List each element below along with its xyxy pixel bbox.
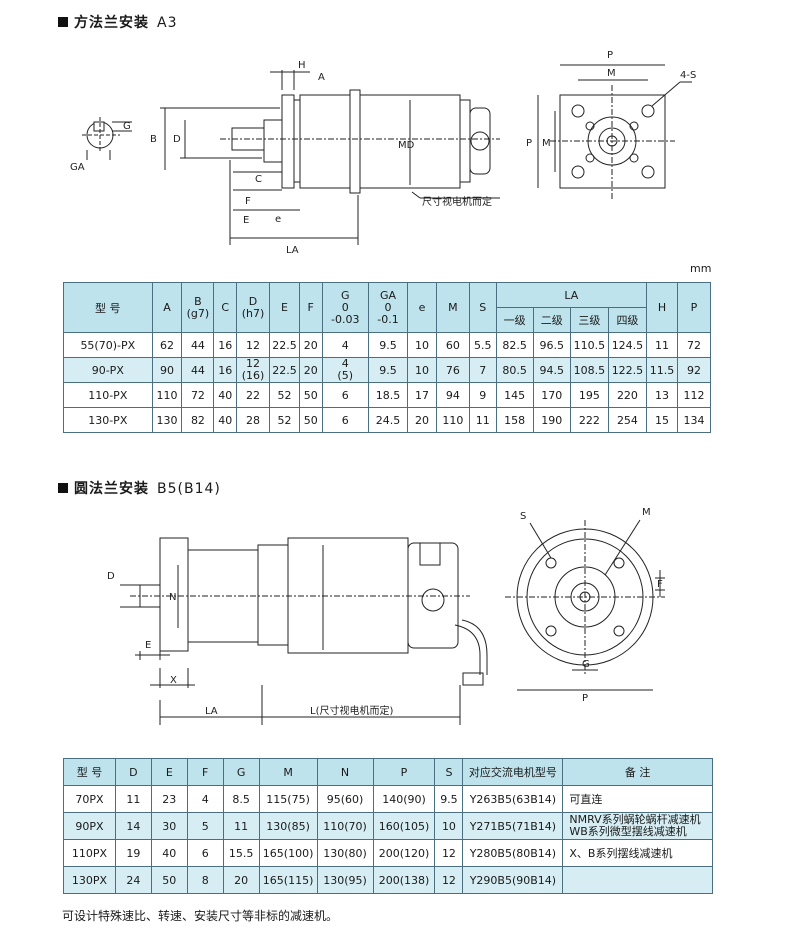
label-a: A	[318, 72, 325, 83]
label-p-top: P	[607, 50, 613, 61]
remark-1: 可直连	[562, 785, 713, 813]
label-f2: F	[657, 579, 663, 590]
section2-code: B5(B14)	[157, 481, 221, 497]
th-f: F	[298, 282, 323, 333]
th2-g: G	[222, 758, 260, 786]
th-p: P	[676, 282, 712, 333]
label-m-side: M	[542, 138, 551, 149]
label-md: MD	[398, 140, 415, 151]
label-x: X	[170, 675, 177, 686]
th-e-small: e	[407, 282, 437, 333]
th-la1: 一级	[495, 307, 534, 333]
label-f: F	[245, 196, 251, 207]
square-flange-drawing: G GA B D H A C F E e LA MD 尺寸视电机而定 P M P…	[70, 50, 696, 256]
drawing-note2: L(尺寸视电机而定)	[310, 704, 393, 717]
footer-note: 可设计特殊速比、转速、安装尺寸等非标的减速机。	[62, 909, 339, 923]
square-bullet-icon	[58, 483, 68, 493]
th-model: 型 号	[63, 282, 153, 333]
label-e2: E	[145, 640, 151, 651]
th-h: H	[646, 282, 678, 333]
th-e: E	[269, 282, 300, 333]
label-la: LA	[286, 245, 299, 256]
label-b: B	[150, 134, 157, 145]
th2-motor: 对应交流电机型号	[462, 758, 564, 786]
label-h: H	[298, 60, 306, 71]
label-m-top: M	[607, 68, 616, 79]
th2-model: 型 号	[63, 758, 116, 786]
round-flange-drawing: D N E X LA L(尺寸视电机而定) S M F G P	[107, 507, 665, 725]
th2-p: P	[372, 758, 436, 786]
label-d2: D	[107, 571, 115, 582]
th-la3: 三级	[569, 307, 609, 333]
label-p2: P	[582, 693, 588, 704]
th-la2: 二级	[532, 307, 571, 333]
label-m2: M	[642, 507, 651, 518]
th-m: M	[435, 282, 470, 333]
th-la: LA	[495, 282, 648, 308]
label-d: D	[173, 134, 181, 145]
th-la4: 四级	[607, 307, 648, 333]
label-4s: 4-S	[680, 70, 696, 81]
remark-3: X、B系列摆线减速机	[562, 839, 713, 867]
label-ga: GA	[70, 162, 85, 173]
label-e-small: e	[275, 214, 281, 225]
square-bullet-icon	[58, 17, 68, 27]
th-s: S	[468, 282, 497, 333]
th2-e: E	[150, 758, 188, 786]
unit-label: mm	[690, 262, 712, 275]
th2-remark: 备 注	[562, 758, 713, 786]
label-c: C	[255, 174, 262, 185]
section1-code: A3	[157, 15, 178, 31]
label-g2: G	[582, 659, 590, 670]
label-s2: S	[520, 511, 526, 522]
th2-d: D	[114, 758, 152, 786]
th2-f: F	[186, 758, 224, 786]
label-la2: LA	[205, 706, 218, 717]
drawing-note: 尺寸视电机而定	[422, 195, 492, 208]
th-b: B(g7)	[181, 282, 215, 333]
label-e: E	[243, 215, 249, 226]
th2-m: M	[258, 758, 318, 786]
label-p-side: P	[526, 138, 532, 149]
th2-s: S	[434, 758, 464, 786]
label-n: N	[169, 592, 176, 603]
label-g: G	[123, 121, 131, 132]
th-c: C	[213, 282, 238, 333]
th-d: D(h7)	[236, 282, 271, 333]
th2-n: N	[316, 758, 374, 786]
th-a: A	[151, 282, 183, 333]
